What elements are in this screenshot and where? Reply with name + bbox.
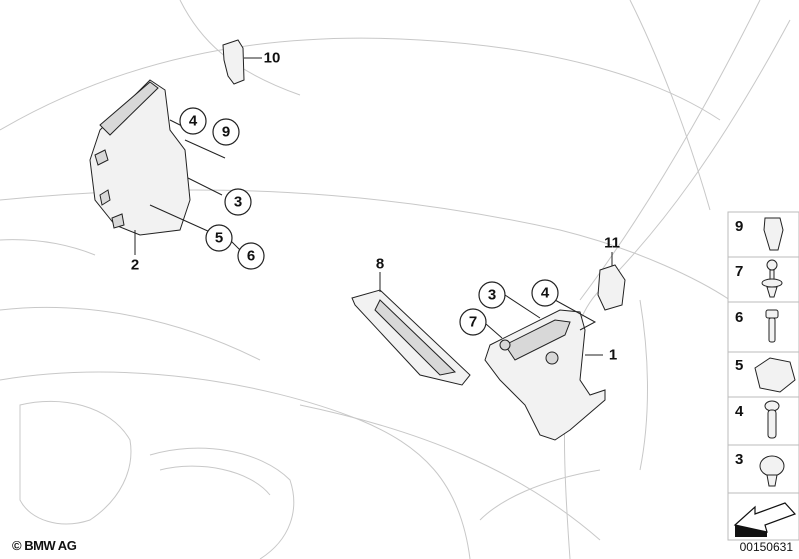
part-2-left-trim [89, 79, 241, 255]
label-7: 7 [469, 314, 477, 331]
part-8-trim-panel [351, 272, 471, 386]
label-10: 10 [264, 50, 281, 67]
label-4-right: 4 [541, 285, 550, 302]
callouts: 10 4 9 3 5 6 2 8 11 3 4 7 1 [131, 50, 620, 364]
label-9-left: 9 [222, 124, 230, 141]
fastener-legend: 9 7 6 5 4 3 [727, 211, 799, 541]
label-1: 1 [609, 347, 617, 364]
label-6-left: 6 [247, 248, 255, 265]
part-1-bracket [484, 294, 606, 441]
nut-clip-icon [754, 357, 796, 393]
document-number: 00150631 [739, 540, 793, 554]
bolt-icon [765, 309, 779, 343]
clip-icon [763, 217, 784, 251]
push-rivet-icon [759, 455, 785, 487]
legend-4: 4 [735, 403, 744, 420]
legend-6: 6 [735, 309, 743, 326]
label-2: 2 [131, 257, 139, 274]
legend-7: 7 [735, 263, 743, 280]
label-4-left: 4 [189, 113, 198, 130]
screw-icon [764, 400, 780, 439]
label-5-left: 5 [215, 230, 223, 247]
legend-5: 5 [735, 357, 743, 374]
direction-arrow-icon [733, 502, 797, 533]
copyright-text: © BMW AG [12, 538, 77, 553]
part-11-clip [597, 252, 626, 311]
part-10-clip [222, 39, 262, 85]
legend-3: 3 [735, 451, 743, 468]
label-3-left: 3 [234, 194, 242, 211]
screw-with-washer-icon [761, 259, 783, 298]
label-8: 8 [376, 256, 384, 273]
label-3-right: 3 [488, 287, 496, 304]
label-11: 11 [604, 235, 620, 252]
legend-9: 9 [735, 218, 743, 235]
